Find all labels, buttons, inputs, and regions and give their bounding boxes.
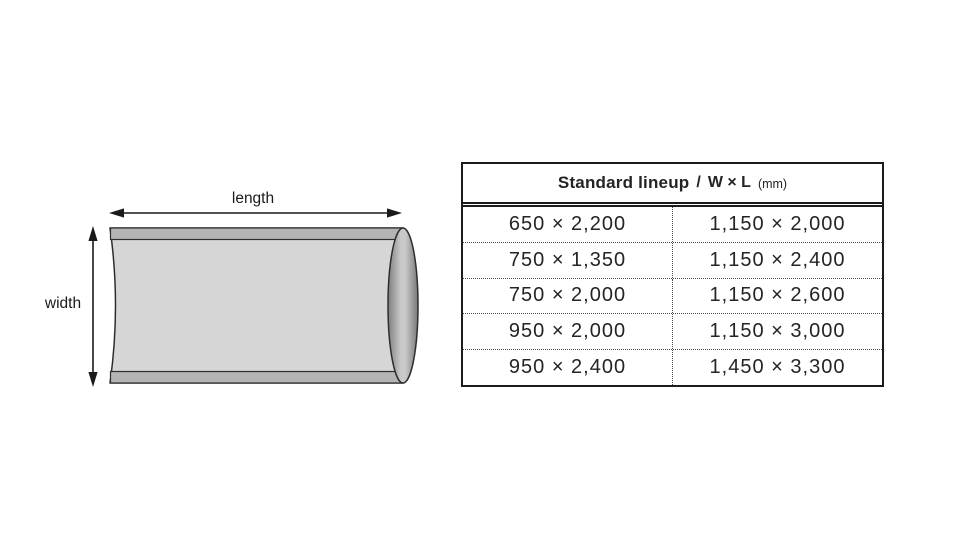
length-label: length xyxy=(232,190,274,207)
size-cell: 950 × 2,000 xyxy=(463,314,673,350)
size-cell: 1,150 × 2,400 xyxy=(709,248,846,271)
size-cell: 1,450 × 3,300 xyxy=(709,356,846,379)
table-row: 750 × 2,000 1,150 × 2,600 xyxy=(463,277,882,314)
width-label: width xyxy=(44,295,81,312)
table-row: 650 × 2,200 1,150 × 2,000 xyxy=(463,207,882,242)
size-cell: 1,150 × 2,000 xyxy=(709,212,846,235)
size-table: Standard lineup / W × L (mm) 650 × 2,200… xyxy=(461,162,884,387)
table-title-separator: / xyxy=(696,174,701,191)
length-arrow xyxy=(109,208,402,218)
table-row: 750 × 1,350 1,150 × 2,400 xyxy=(463,241,882,278)
table-dimensions-label: W × L xyxy=(707,174,751,191)
size-cell: 650 × 2,200 xyxy=(463,207,673,242)
table-title: Standard lineup xyxy=(557,173,690,192)
roll-dimension-diagram: length width xyxy=(44,190,419,387)
table-row: 950 × 2,000 1,150 × 3,000 xyxy=(463,313,882,350)
table-unit-label: (mm) xyxy=(757,177,788,191)
size-cell: 750 × 1,350 xyxy=(463,242,673,278)
roll-body xyxy=(109,227,404,384)
width-arrow xyxy=(88,226,98,387)
roll-top-band xyxy=(109,227,404,241)
table-row: 950 × 2,400 1,450 × 3,300 xyxy=(463,349,882,385)
size-table-body: 650 × 2,200 1,150 × 2,000 750 × 1,350 1,… xyxy=(463,207,882,385)
size-cell: 1,150 × 3,000 xyxy=(709,320,846,343)
size-cell: 1,150 × 2,600 xyxy=(709,284,846,307)
roll-end-cap xyxy=(387,227,419,384)
size-table-header: Standard lineup / W × L (mm) xyxy=(463,164,882,207)
size-cell: 950 × 2,400 xyxy=(463,350,673,385)
size-cell: 750 × 2,000 xyxy=(463,278,673,314)
roll-bottom-band xyxy=(109,370,404,384)
